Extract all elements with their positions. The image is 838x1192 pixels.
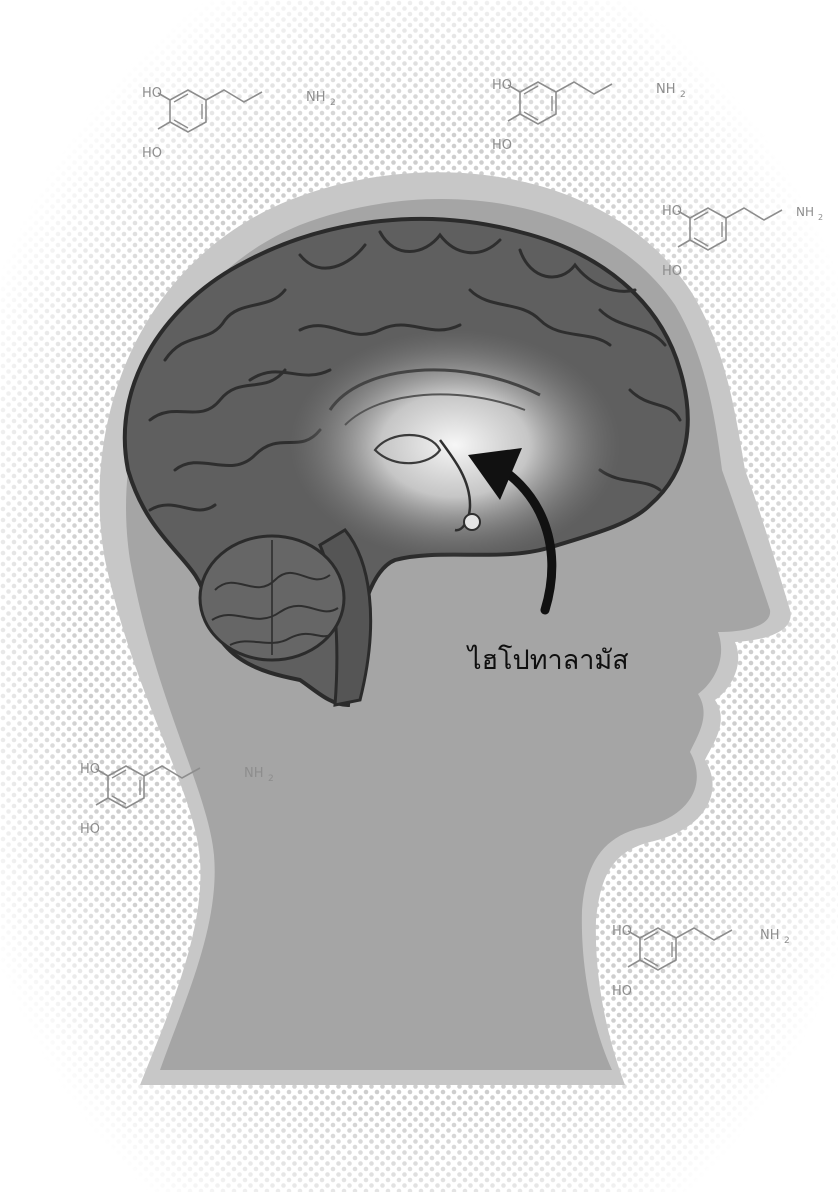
amine-subscript: 2 xyxy=(818,213,823,222)
hypothalamus-label: ไฮโปทาลามัส xyxy=(466,645,629,676)
hydroxyl-label: HO xyxy=(142,146,162,161)
hydroxyl-label: HO xyxy=(80,822,100,837)
amine-label: NH xyxy=(244,766,264,781)
cerebellum xyxy=(200,536,344,660)
amine-subscript: 2 xyxy=(268,774,274,784)
hydroxyl-label: HO xyxy=(662,264,682,279)
pituitary xyxy=(464,514,480,530)
hydroxyl-label: HO xyxy=(612,984,632,999)
amine-label: NH xyxy=(656,82,676,97)
amine-subscript: 2 xyxy=(330,98,336,108)
hydroxyl-label: HO xyxy=(492,138,512,153)
amine-subscript: 2 xyxy=(784,936,790,946)
hydroxyl-label: HO xyxy=(662,204,682,219)
hydroxyl-label: HO xyxy=(80,762,100,777)
hydroxyl-label: HO xyxy=(492,78,512,93)
amine-label: NH xyxy=(760,928,780,943)
hydroxyl-label: HO xyxy=(142,86,162,101)
hydroxyl-label: HO xyxy=(612,924,632,939)
amine-subscript: 2 xyxy=(680,90,686,100)
amine-label: NH xyxy=(306,90,326,105)
inner-glow xyxy=(290,330,620,560)
amine-label: NH xyxy=(796,205,814,219)
